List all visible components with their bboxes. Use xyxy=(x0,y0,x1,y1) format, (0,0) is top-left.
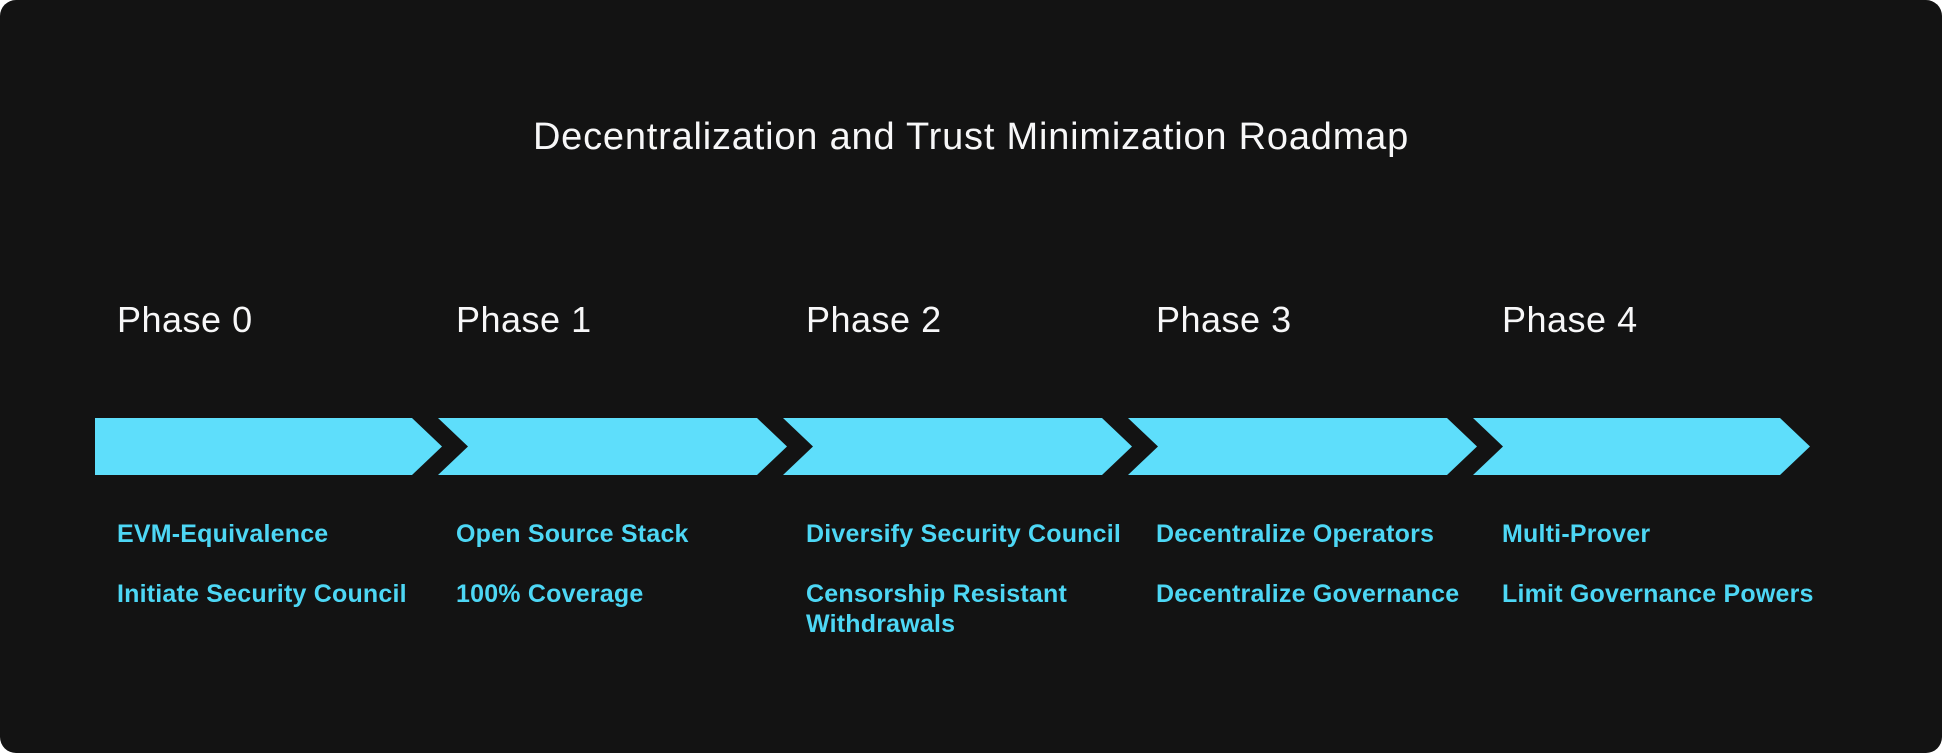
phase-label-1: Phase 1 xyxy=(456,299,592,340)
milestone: Diversify Security Council xyxy=(806,520,1122,548)
milestone: Decentralize Operators xyxy=(1156,520,1435,548)
phase-label-4: Phase 4 xyxy=(1502,299,1638,340)
milestone: Open Source Stack xyxy=(456,520,689,548)
phase-arrow-4 xyxy=(1473,418,1810,475)
page-title: Decentralization and Trust Minimization … xyxy=(532,116,1410,158)
milestone-list-4: Multi-Prover Limit Governance Powers xyxy=(1502,519,1932,639)
roadmap-timeline xyxy=(95,418,1810,475)
phase-label-0: Phase 0 xyxy=(117,299,253,340)
phase-label-3: Phase 3 xyxy=(1156,299,1292,340)
phase-label-2: Phase 2 xyxy=(806,299,942,340)
milestone: Censorship Resistant Withdrawals xyxy=(806,580,1068,638)
milestone: Initiate Security Council xyxy=(117,580,407,608)
milestone: 100% Coverage xyxy=(456,580,644,608)
milestone: Multi-Prover xyxy=(1502,520,1651,548)
phase-arrow-3 xyxy=(1128,418,1477,475)
milestone-list-3: Decentralize Operators Decentralize Gove… xyxy=(1156,519,1502,639)
milestone: Limit Governance Powers xyxy=(1502,580,1814,608)
phase-arrow-1 xyxy=(438,418,787,475)
phase-arrow-2 xyxy=(783,418,1132,475)
milestone: EVM-Equivalence xyxy=(117,520,329,548)
milestone: Decentralize Governance xyxy=(1156,580,1460,608)
milestone-list-1: Open Source Stack 100% Coverage xyxy=(456,519,796,639)
milestone-list-0: EVM-Equivalence Initiate Security Counci… xyxy=(117,519,457,639)
milestone-list-2: Diversify Security Council Censorship Re… xyxy=(806,519,1186,669)
phase-arrow-0 xyxy=(95,418,442,475)
